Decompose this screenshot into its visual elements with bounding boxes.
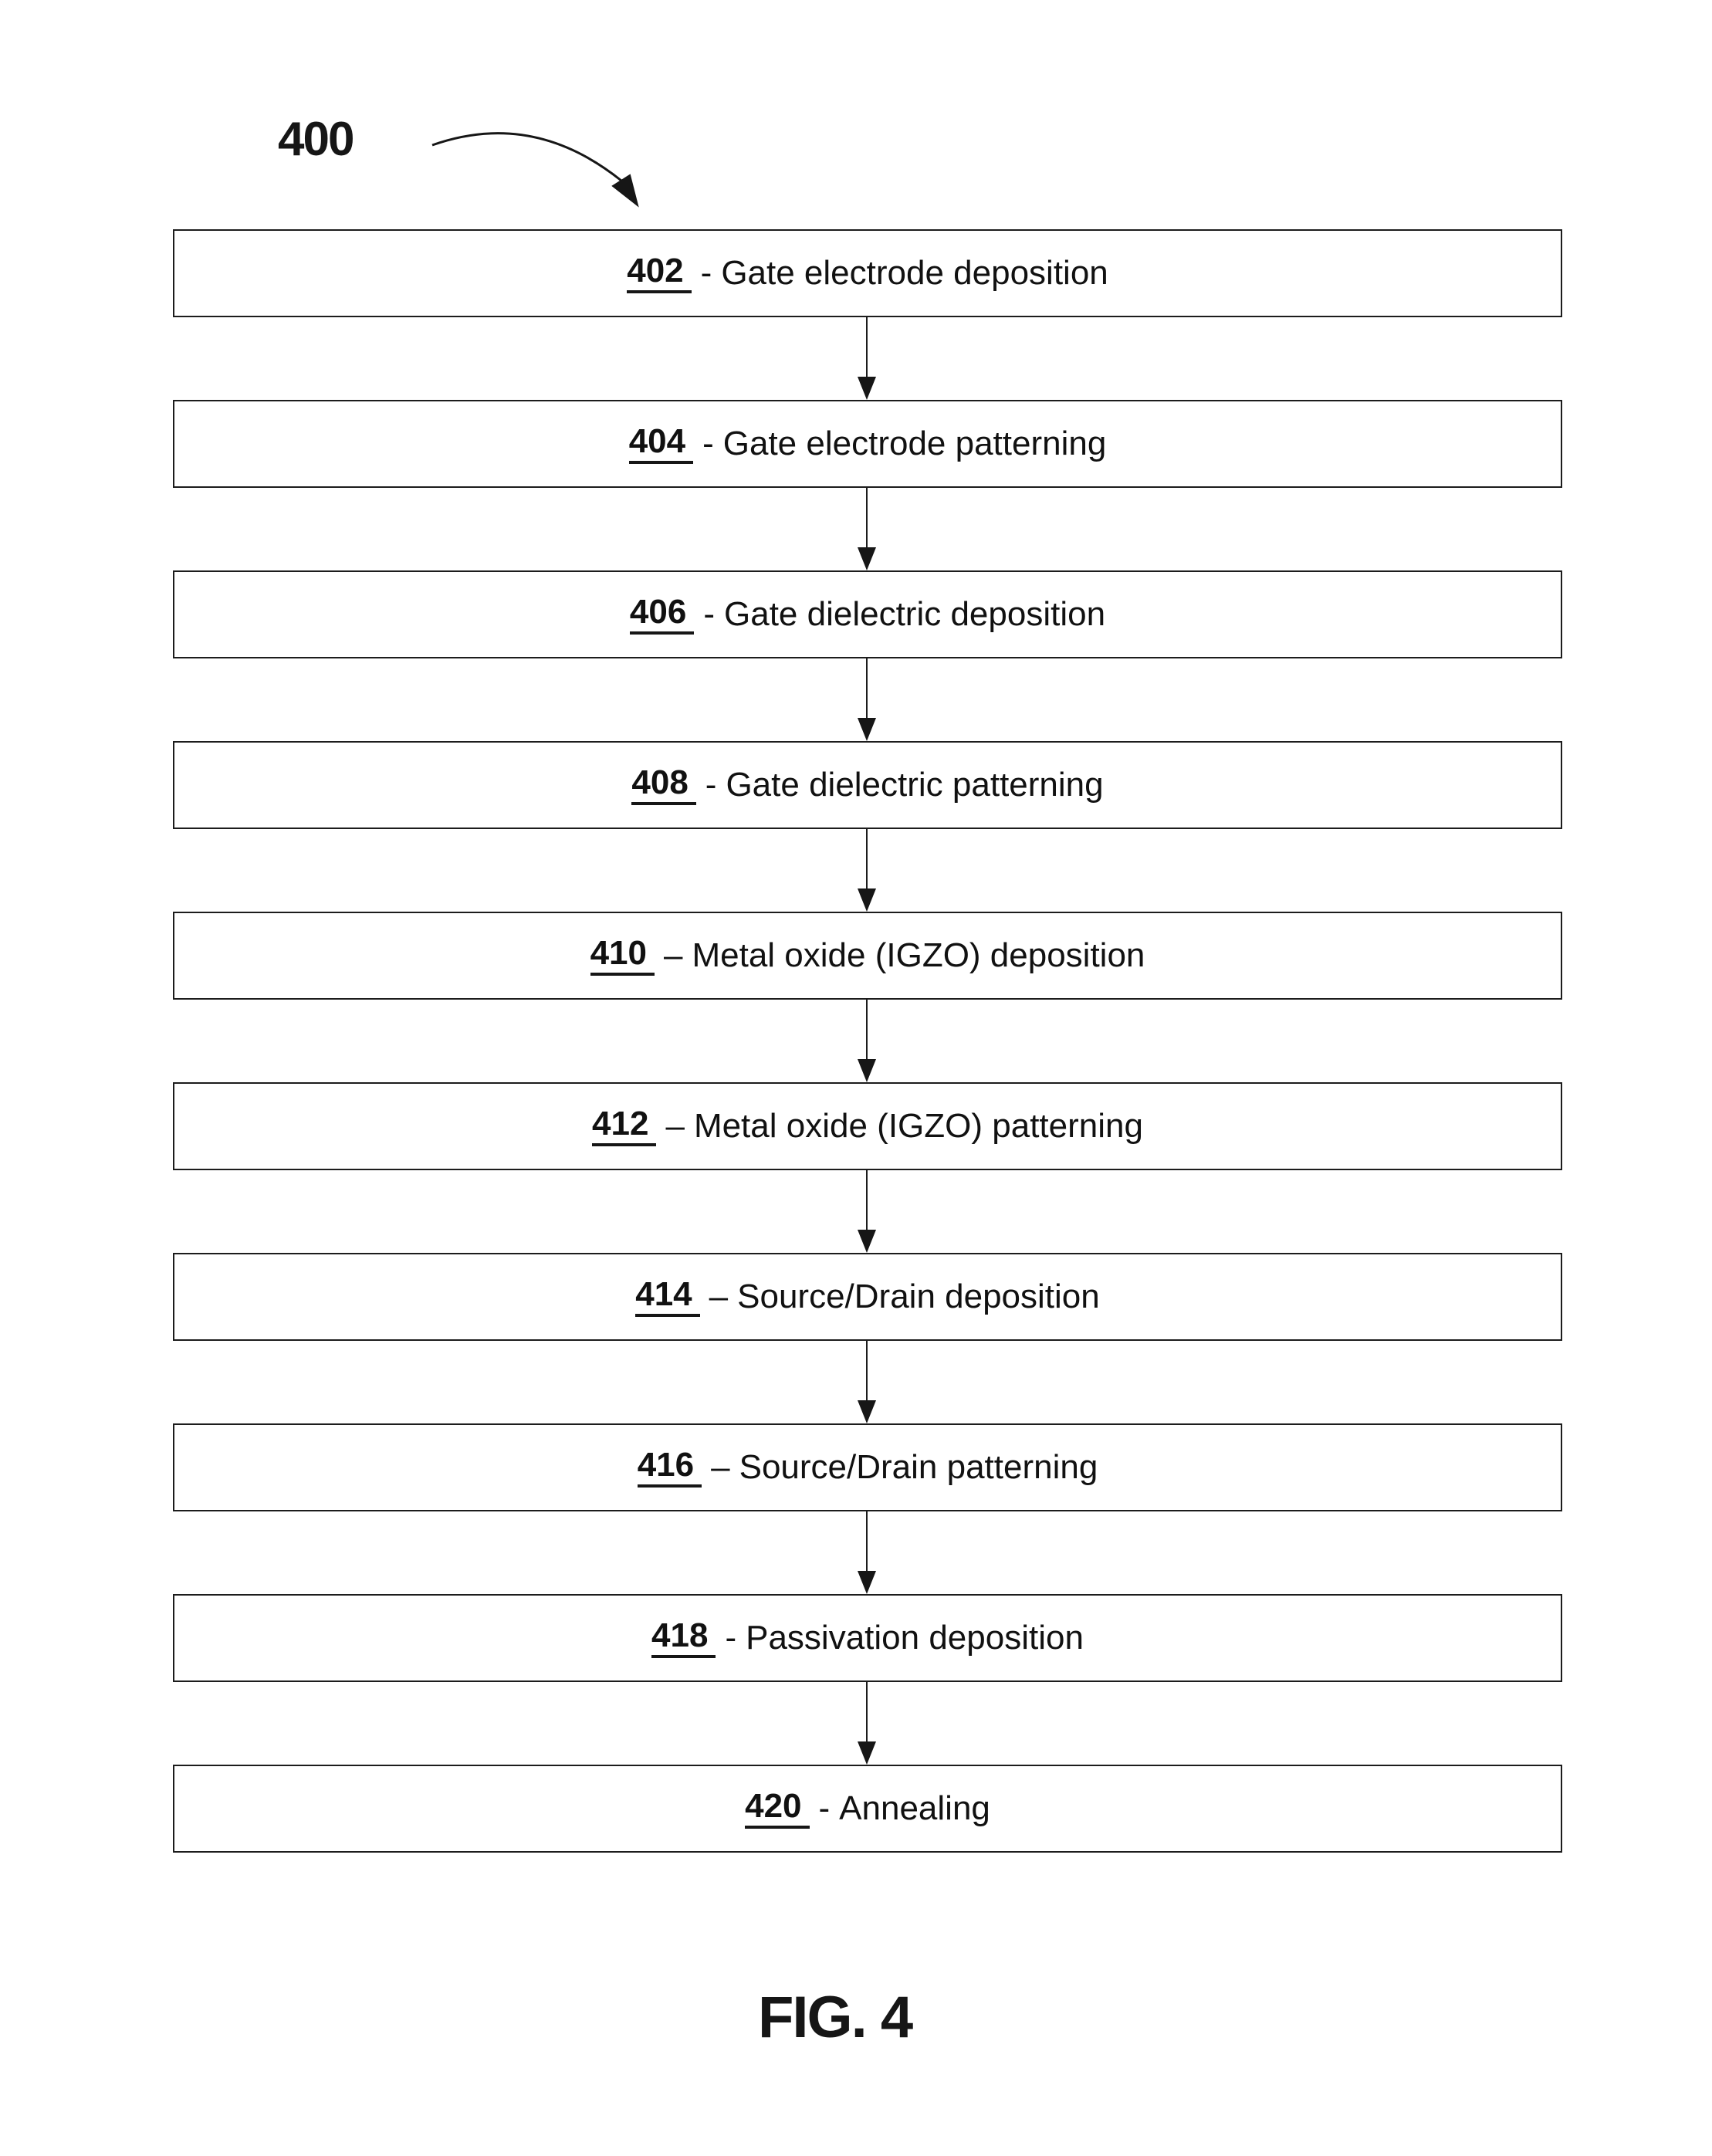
figure-caption: FIG. 4 <box>758 1985 913 2050</box>
arrow-line <box>866 1682 868 1743</box>
process-step-box: 412–Metal oxide (IGZO) patterning <box>173 1082 1562 1170</box>
down-arrow-connector <box>850 829 884 912</box>
step-separator: - <box>818 1789 831 1827</box>
process-step-box: 404-Gate electrode patterning <box>173 400 1562 488</box>
step-number: 420 <box>745 1789 810 1829</box>
arrow-line <box>866 1170 868 1231</box>
step-label: Gate dielectric patterning <box>726 766 1104 804</box>
arrowhead-icon <box>858 1571 876 1594</box>
arrowhead-icon <box>858 1400 876 1423</box>
step-number: 412 <box>592 1106 657 1146</box>
process-step-box: 408-Gate dielectric patterning <box>173 741 1562 829</box>
step-label: Gate dielectric deposition <box>724 595 1106 633</box>
arrowhead-icon <box>858 377 876 400</box>
process-step-box: 416–Source/Drain patterning <box>173 1423 1562 1511</box>
arrow-line <box>866 488 868 549</box>
step-label: Gate electrode deposition <box>721 254 1108 292</box>
process-step-box: 402-Gate electrode deposition <box>173 229 1562 317</box>
step-label: Source/Drain deposition <box>737 1278 1100 1315</box>
down-arrow-connector <box>850 488 884 570</box>
step-label: Source/Drain patterning <box>739 1448 1098 1486</box>
down-arrow-connector <box>850 1341 884 1423</box>
step-number: 406 <box>629 594 695 635</box>
arrow-line <box>866 829 868 890</box>
figure-reference-number: 400 <box>278 113 354 166</box>
arrow-line <box>866 1511 868 1572</box>
process-step-box: 418-Passivation deposition <box>173 1594 1562 1682</box>
arrowhead-icon <box>858 547 876 570</box>
process-step-box: 420-Annealing <box>173 1765 1562 1853</box>
process-step-box: 410–Metal oxide (IGZO) deposition <box>173 912 1562 1000</box>
step-number: 414 <box>635 1277 700 1317</box>
step-number: 410 <box>590 936 655 976</box>
arrow-line <box>866 1341 868 1402</box>
process-step-box: 406-Gate dielectric deposition <box>173 570 1562 658</box>
arrow-line <box>866 658 868 719</box>
step-separator: – <box>709 1278 729 1315</box>
step-label: Metal oxide (IGZO) patterning <box>693 1107 1143 1145</box>
reference-curved-arrow-icon <box>431 132 639 208</box>
step-number: 402 <box>627 253 692 293</box>
step-separator: – <box>664 936 683 974</box>
arrowhead-icon <box>858 718 876 741</box>
down-arrow-connector <box>850 1000 884 1082</box>
arrow-line <box>866 317 868 378</box>
step-label: Passivation deposition <box>746 1619 1084 1657</box>
down-arrow-connector <box>850 1511 884 1594</box>
step-separator: – <box>665 1107 685 1145</box>
step-separator: – <box>711 1448 730 1486</box>
step-label: Annealing <box>839 1789 990 1827</box>
arrowhead-icon <box>858 1059 876 1082</box>
down-arrow-connector <box>850 1682 884 1765</box>
step-label: Metal oxide (IGZO) deposition <box>692 936 1145 974</box>
step-separator: - <box>705 766 717 804</box>
step-label: Gate electrode patterning <box>722 425 1107 462</box>
step-separator: - <box>700 254 712 292</box>
arrow-line <box>866 1000 868 1061</box>
arrowhead-icon <box>858 1741 876 1765</box>
step-number: 404 <box>628 424 694 464</box>
step-separator: - <box>703 595 715 633</box>
down-arrow-connector <box>850 1170 884 1253</box>
step-separator: - <box>702 425 714 462</box>
step-number: 418 <box>651 1618 716 1658</box>
arrowhead-icon <box>858 888 876 912</box>
down-arrow-connector <box>850 317 884 400</box>
arrowhead-icon <box>858 1230 876 1253</box>
process-step-box: 414–Source/Drain deposition <box>173 1253 1562 1341</box>
step-number: 416 <box>637 1447 702 1488</box>
step-number: 408 <box>631 765 696 805</box>
step-separator: - <box>725 1619 737 1657</box>
down-arrow-connector <box>850 658 884 741</box>
